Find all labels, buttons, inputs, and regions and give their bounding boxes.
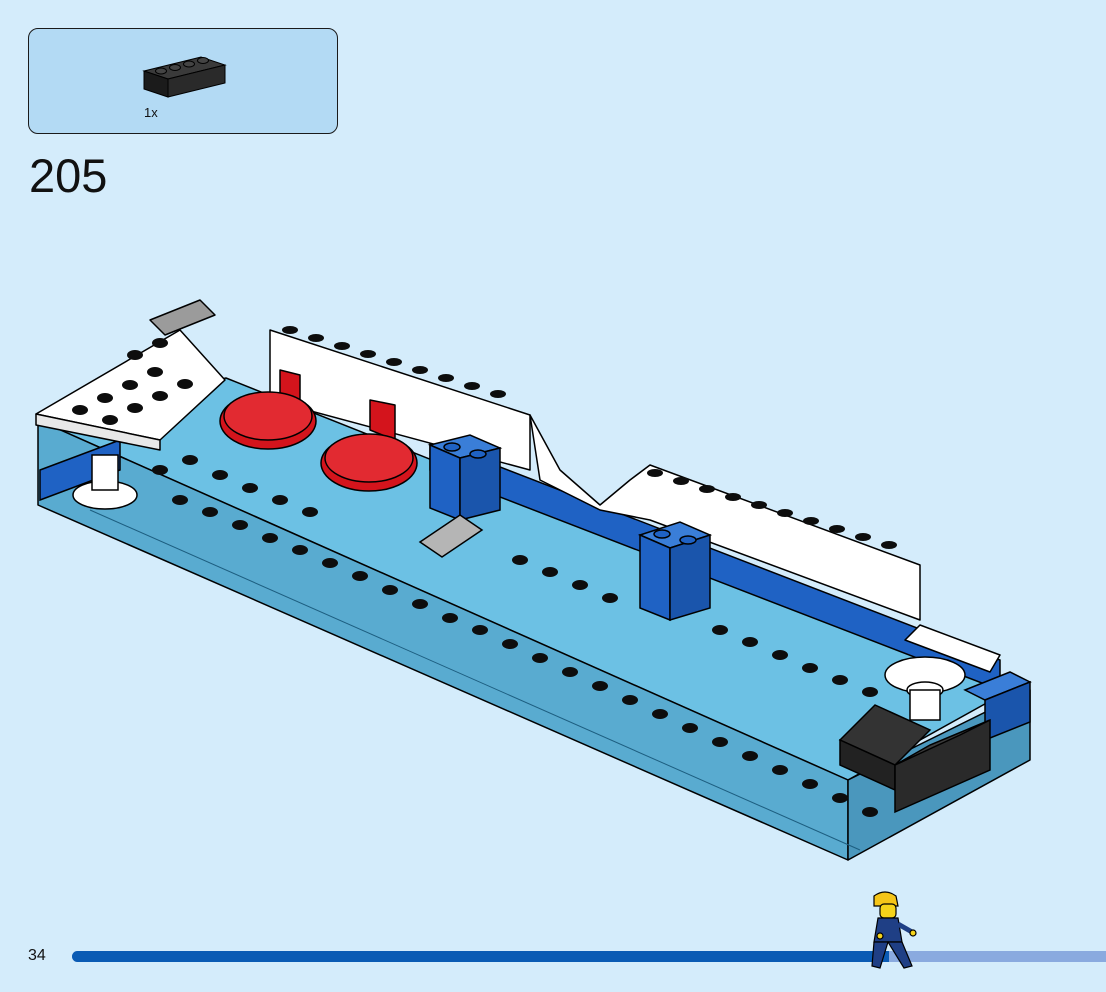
- walking-minifigure-icon: [0, 0, 1106, 992]
